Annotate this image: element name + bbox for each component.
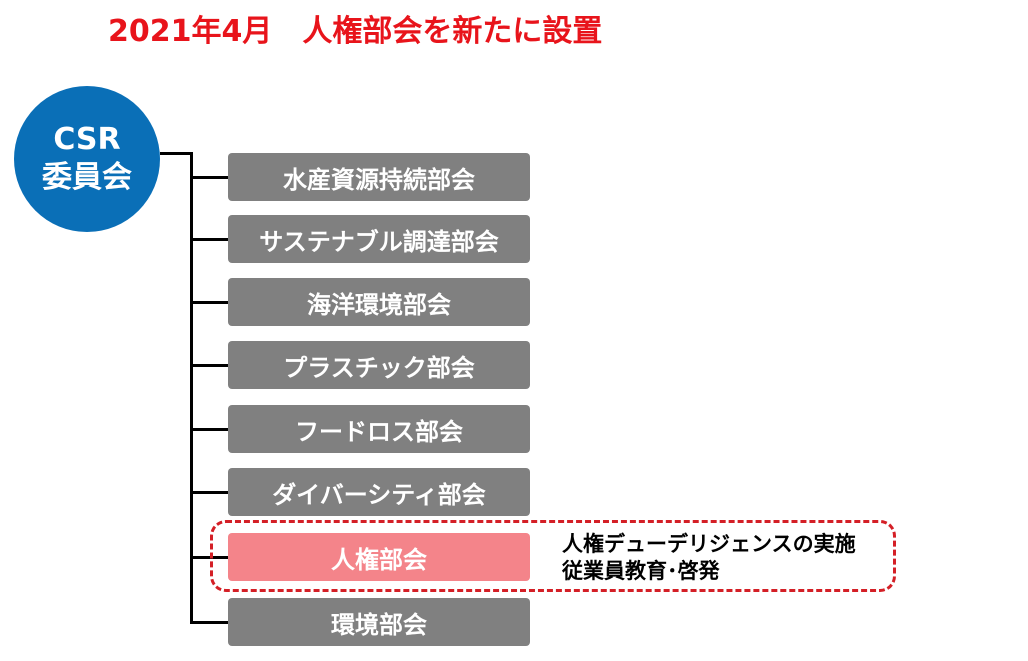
subcommittee-human-rights: 人権部会 (228, 533, 530, 581)
human-rights-note-line1: 人権デューデリジェンスの実施 (562, 532, 856, 556)
committee-label-line1: CSR (53, 122, 121, 157)
connector-branch-5 (190, 428, 228, 431)
human-rights-note: 人権デューデリジェンスの実施 従業員教育･啓発 (562, 531, 856, 585)
connector-committee-horizontal (160, 152, 192, 155)
connector-trunk-vertical (190, 152, 193, 624)
subcommittee-marine-environment: 海洋環境部会 (228, 278, 530, 326)
connector-branch-3 (190, 301, 228, 304)
subcommittee-diversity: ダイバーシティ部会 (228, 468, 530, 516)
connector-branch-4 (190, 364, 228, 367)
human-rights-note-line2: 従業員教育･啓発 (562, 559, 720, 583)
subcommittee-plastics: プラスチック部会 (228, 341, 530, 389)
subcommittee-food-loss: フードロス部会 (228, 405, 530, 453)
committee-label-line2: 委員会 (42, 160, 132, 195)
connector-branch-2 (190, 238, 228, 241)
connector-branch-6 (190, 491, 228, 494)
connector-branch-8 (190, 621, 228, 624)
subcommittee-sustainable-procurement: サステナブル調達部会 (228, 215, 530, 263)
csr-committee-node: CSR 委員会 (14, 86, 160, 232)
human-rights-highlight-outline (210, 520, 896, 592)
subcommittee-fisheries-resources: 水産資源持続部会 (228, 153, 530, 201)
page-title: 2021年4月 人権部会を新たに設置 (108, 14, 603, 49)
subcommittee-environment: 環境部会 (228, 598, 530, 646)
connector-branch-7 (190, 556, 228, 559)
connector-branch-1 (190, 176, 228, 179)
